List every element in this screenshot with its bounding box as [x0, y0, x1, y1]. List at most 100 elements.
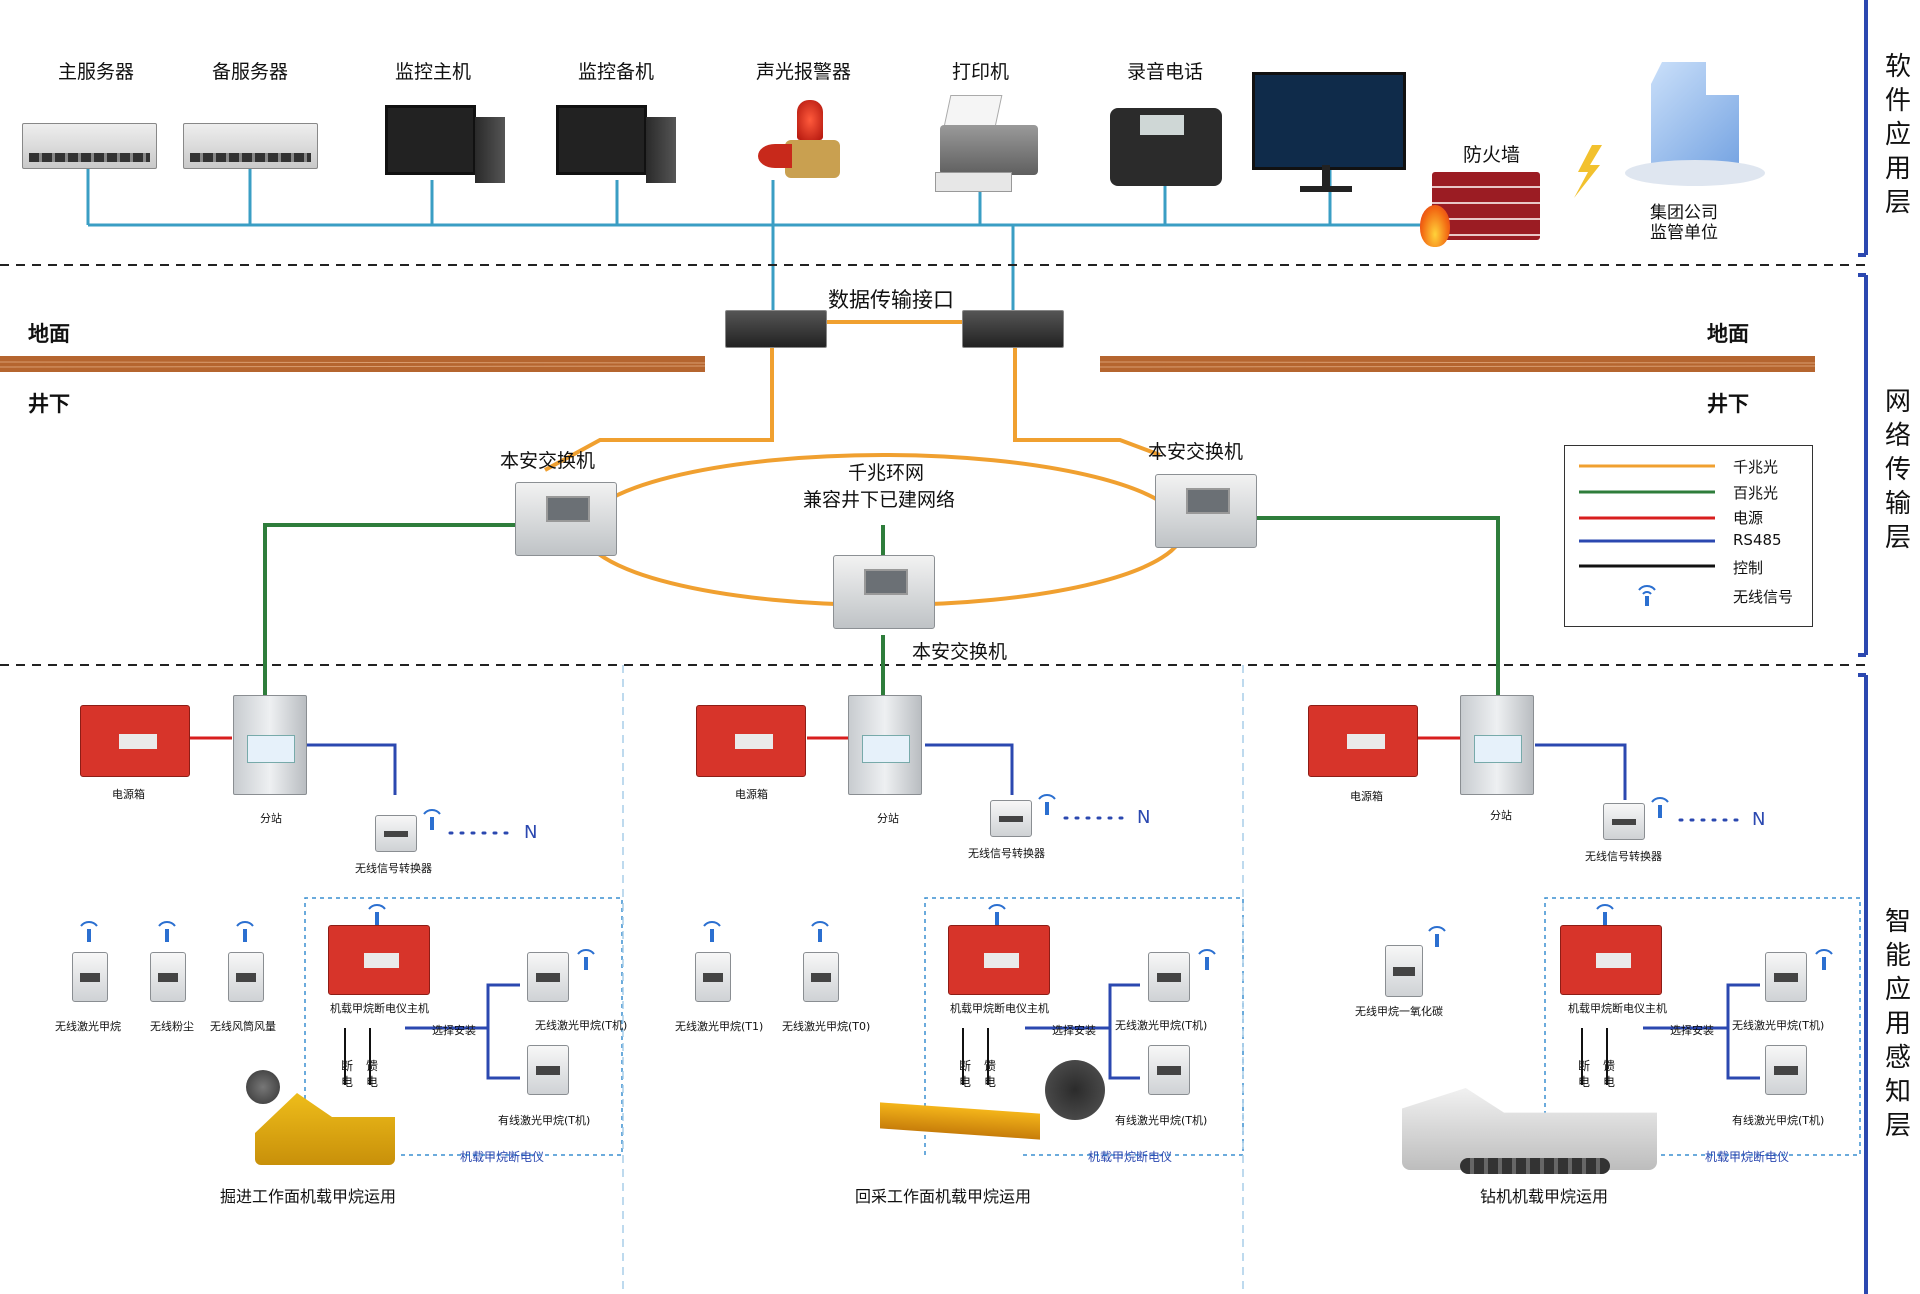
power-box: [696, 705, 806, 777]
legend-label-0: 千兆光: [1733, 458, 1779, 476]
converter: [375, 815, 417, 852]
wireless-icon: [1812, 948, 1836, 970]
switch-left: [515, 482, 617, 556]
sensor-t1-label: 无线激光甲烷(T机): [1115, 1019, 1208, 1032]
section-title: 回采工作面机载甲烷运用: [855, 1187, 1032, 1206]
cutter-head-icon: [246, 1070, 280, 1104]
printer-label: 打印机: [952, 61, 1010, 83]
dashboard-monitor: [1252, 72, 1406, 170]
select-label: 选择安装: [432, 1024, 476, 1037]
alarm-base: [785, 140, 840, 178]
substation: [1460, 695, 1534, 795]
alarm-label: 声光报警器: [756, 61, 852, 83]
dashboard-monitor-stand: [1322, 165, 1330, 187]
wireless-icon: [77, 920, 101, 942]
alarm-icon: [797, 100, 823, 140]
wireless-icon: [1648, 796, 1672, 818]
sensor-1-label: 无线激光甲烷(T0): [782, 1020, 871, 1033]
wireless-icon: [1635, 584, 1659, 606]
lightning-icon: [1574, 145, 1602, 198]
layer-perception-label: 智能应用感知层: [1884, 907, 1911, 1141]
sensor-0-label: 无线激光甲烷(T1): [675, 1020, 764, 1033]
dash-label: 机载甲烷断电仪: [1088, 1150, 1173, 1164]
ground-right-label: 地面: [1707, 322, 1749, 346]
section-title: 钻机机载甲烷运用: [1480, 1187, 1609, 1206]
main-server-label: 主服务器: [58, 61, 135, 83]
sensor-t1-label: 无线激光甲烷(T机): [535, 1019, 628, 1032]
sensor-2-label: 无线风筒风量: [210, 1020, 276, 1033]
drill-rig-track: [1460, 1158, 1610, 1174]
cut-label-1: 断电: [340, 1059, 353, 1089]
fire-icon: [1420, 205, 1450, 247]
wireless-icon: [365, 903, 389, 925]
sensor-t1: [1765, 952, 1807, 1002]
dash-label: 机载甲烷断电仪: [460, 1150, 545, 1164]
earth-strip-right: [1100, 356, 1815, 372]
ring-line1: 千兆环网: [848, 462, 925, 484]
layer-bar: [1858, 0, 1868, 1294]
n-label: N: [524, 822, 538, 843]
monitor-backup-screen: [556, 105, 647, 175]
ring-line2: 兼容井下已建网络: [803, 489, 956, 511]
shearer-drum-icon: [1045, 1060, 1105, 1120]
converter-label: 无线信号转换器: [1585, 850, 1662, 863]
monitor-host-screen: [385, 105, 476, 175]
sensor-t2: [1148, 1045, 1190, 1095]
host-box: [948, 925, 1050, 995]
printer-output: [935, 172, 1012, 192]
power-box-label: 电源箱: [735, 788, 768, 801]
printer-icon: [940, 125, 1038, 175]
legend-label-3: RS485: [1733, 531, 1782, 549]
host-label: 机载甲烷断电仪主机: [1568, 1002, 1667, 1015]
wireless-icon: [1425, 925, 1449, 947]
n-label: N: [1752, 809, 1766, 830]
backup-server-label: 备服务器: [212, 61, 289, 83]
sensor-1-label: 无线粉尘: [150, 1020, 194, 1033]
group-company-label: 集团公司 监管单位: [1650, 203, 1718, 243]
sensor-t2-label: 有线激光甲烷(T机): [1732, 1114, 1825, 1127]
data-interface-label: 数据传输接口: [828, 288, 954, 312]
monitor-host-tower: [475, 117, 505, 183]
n-label: N: [1137, 807, 1151, 828]
wireless-icon: [1035, 793, 1059, 815]
legend-label-4: 控制: [1733, 559, 1764, 577]
power-box: [80, 705, 190, 777]
main-server: [22, 123, 157, 169]
substation: [233, 695, 307, 795]
switch-left-label: 本安交换机: [500, 450, 596, 472]
sensor-0: [72, 952, 108, 1002]
ground-left-label: 地面: [28, 322, 70, 346]
power-box-label: 电源箱: [1350, 790, 1383, 803]
host-label: 机载甲烷断电仪主机: [330, 1002, 429, 1015]
converter: [1603, 803, 1645, 840]
cut-label-2: 馈电: [1602, 1059, 1615, 1089]
switch-bottom: [833, 555, 935, 629]
host-label: 机载甲烷断电仪主机: [950, 1002, 1049, 1015]
substation-label: 分站: [877, 812, 899, 825]
section-boxes: [304, 665, 1861, 1294]
dash-label: 机载甲烷断电仪: [1705, 1150, 1790, 1164]
sensor-1: [150, 952, 186, 1002]
wireless-icon: [155, 920, 179, 942]
wireless-icon: [1195, 948, 1219, 970]
alarm-horn-icon: [758, 144, 792, 168]
select-label: 选择安装: [1670, 1024, 1714, 1037]
host-box: [328, 925, 430, 995]
layer-network-label: 网络传输层: [1884, 387, 1911, 553]
wireless-icon: [985, 903, 1009, 925]
substation: [848, 695, 922, 795]
control-lines: [344, 1028, 1608, 1085]
sensor-t2: [527, 1045, 569, 1095]
legend-label-5: 无线信号: [1733, 588, 1794, 606]
cut-label-1: 断电: [1577, 1059, 1590, 1089]
select-label: 选择安装: [1052, 1024, 1096, 1037]
power-box-label: 电源箱: [112, 788, 145, 801]
backup-server: [183, 123, 318, 169]
lan-bus: [86, 168, 1430, 310]
section-title: 掘进工作面机载甲烷运用: [220, 1187, 397, 1206]
monitor-backup-tower: [646, 117, 676, 183]
phone-display: [1140, 115, 1184, 135]
switch-right-label: 本安交换机: [1148, 441, 1244, 463]
power-box: [1308, 705, 1418, 777]
sensor-t2-label: 有线激光甲烷(T机): [498, 1114, 591, 1127]
